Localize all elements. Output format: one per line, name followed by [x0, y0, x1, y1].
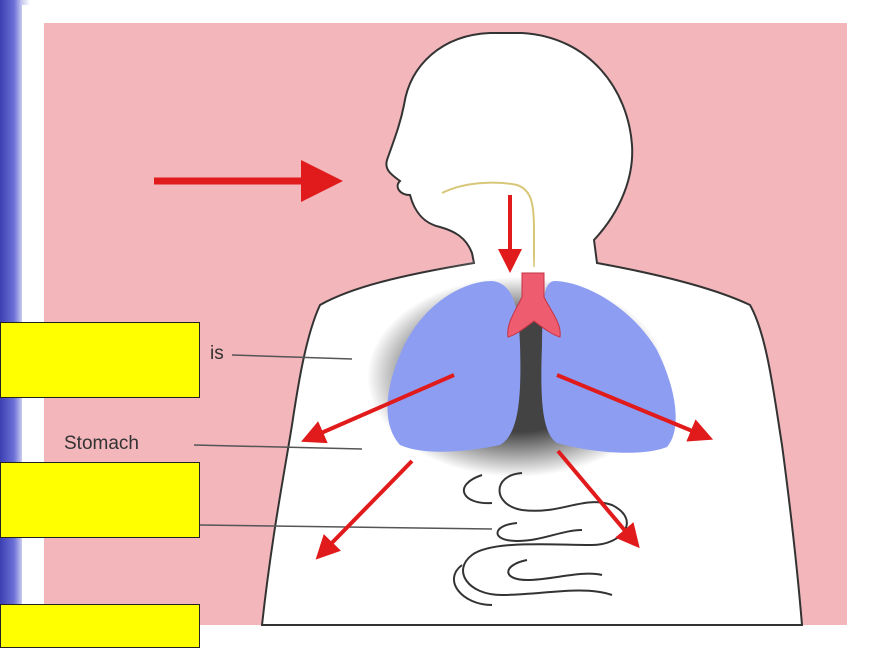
- stomach-label: Stomach: [64, 433, 139, 455]
- answer-box-top[interactable]: [0, 322, 200, 398]
- answer-box-bottom[interactable]: [0, 604, 200, 648]
- answer-box-middle[interactable]: [0, 462, 200, 538]
- diaphragm-label-fragment: is: [210, 343, 224, 365]
